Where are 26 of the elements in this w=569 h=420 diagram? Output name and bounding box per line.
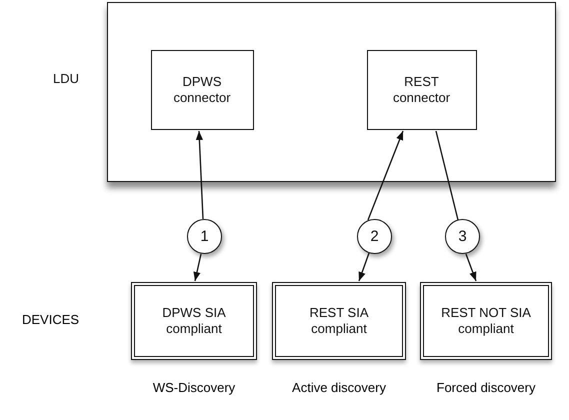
device-box	[131, 282, 257, 360]
discovery-caption: WS-Discovery	[152, 380, 236, 395]
node-label: DPWS SIA compliant	[161, 305, 227, 337]
step-number: 3	[458, 228, 467, 244]
device-box	[420, 282, 552, 360]
node-label: REST SIA compliant	[308, 305, 370, 337]
node-label: DPWS connector	[172, 74, 232, 106]
node-label: REST NOT SIA compliant	[440, 305, 532, 337]
discovery-caption: Forced discovery	[436, 380, 536, 395]
connector-arrow	[193, 254, 202, 282]
step-number: 1	[200, 228, 209, 244]
connector-arrow	[358, 252, 370, 282]
connector-arrow	[196, 130, 204, 220]
step-number-circle	[187, 219, 222, 254]
step-number-circle	[445, 219, 480, 254]
connector-box	[150, 50, 254, 130]
section-heading: LDU	[53, 71, 80, 87]
node-label: REST connector	[392, 74, 452, 106]
connector-arrow	[367, 130, 404, 220]
connector-arrow	[465, 254, 477, 282]
section-heading: DEVICES	[22, 312, 80, 327]
step-number-circle	[357, 219, 392, 254]
connector-box	[366, 50, 476, 130]
device-box	[272, 282, 406, 360]
discovery-caption: Active discovery	[292, 380, 386, 395]
step-number: 2	[370, 228, 379, 244]
